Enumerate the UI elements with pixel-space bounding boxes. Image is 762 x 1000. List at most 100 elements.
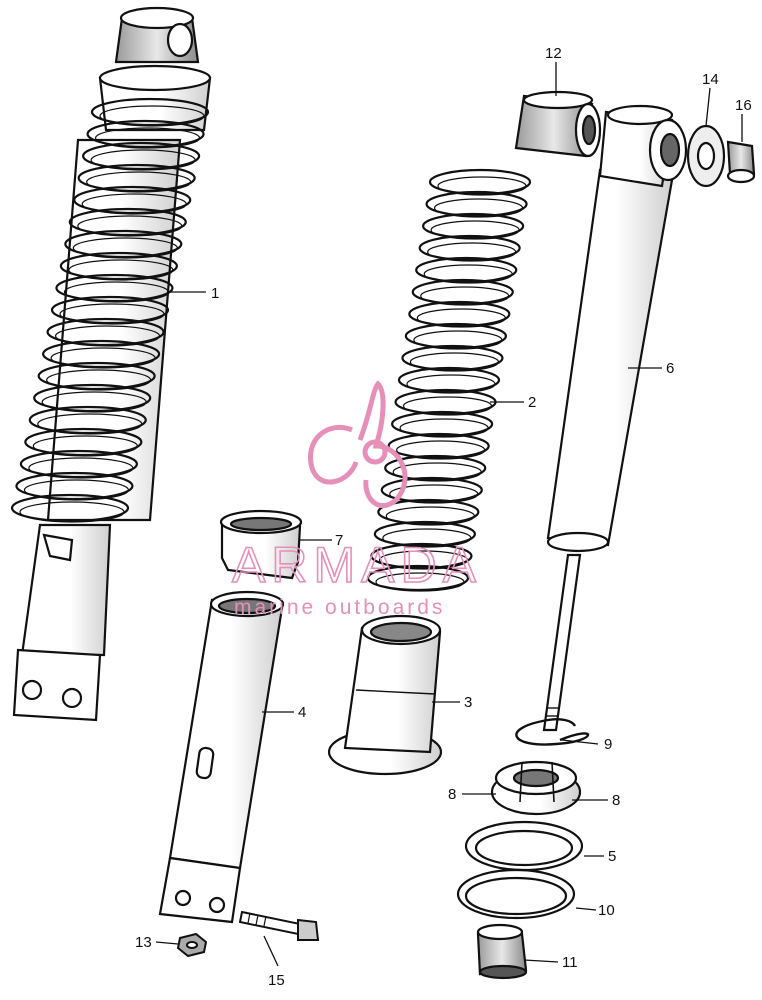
spring-coil bbox=[387, 432, 490, 460]
spring-coil-inner bbox=[430, 220, 520, 240]
spring-coil bbox=[401, 344, 504, 372]
spring-coil-inner bbox=[437, 176, 527, 196]
spring-coil bbox=[397, 366, 501, 394]
spring-coil bbox=[15, 471, 134, 501]
spring-coil-inner bbox=[63, 281, 170, 303]
spring-coil bbox=[19, 449, 138, 479]
spring-coil-inner bbox=[90, 149, 196, 171]
callout-15-16-top: 16 bbox=[735, 97, 752, 114]
brand-logo-icon bbox=[308, 380, 408, 509]
spring-coil bbox=[404, 322, 507, 350]
spring-coil bbox=[10, 493, 130, 523]
spring-coil bbox=[46, 317, 165, 347]
cap-nut bbox=[726, 140, 756, 184]
upper-bushing bbox=[514, 90, 602, 158]
spring-coil-inner bbox=[68, 259, 174, 281]
spring-coil bbox=[90, 97, 210, 127]
split-collar bbox=[490, 760, 582, 816]
spring-coil bbox=[24, 427, 143, 457]
bump-stop bbox=[476, 923, 528, 980]
spring-coil bbox=[373, 520, 476, 548]
spring-coil-inner bbox=[32, 435, 138, 457]
callout-2: 2 bbox=[528, 394, 536, 411]
spring-coil-inner bbox=[392, 462, 482, 482]
spring-coil-inner bbox=[41, 391, 147, 413]
watermark-tagline: marine outboards bbox=[234, 596, 445, 619]
damper-unit bbox=[542, 104, 688, 732]
spring-coil bbox=[380, 476, 483, 504]
lower-spring-seat bbox=[327, 614, 443, 776]
callout-labels: 1 2 3 4 5 6 7 8 8 9 10 11 12 13 14 16 15 bbox=[135, 45, 752, 989]
lower-cover-tube bbox=[158, 590, 285, 924]
spring-coil-inner bbox=[81, 193, 187, 215]
spring-coil bbox=[50, 295, 170, 325]
hex-nut bbox=[176, 932, 208, 958]
washer-large bbox=[464, 820, 584, 872]
watermark-brand: ARMADA bbox=[232, 537, 482, 593]
spring-coil-inner bbox=[406, 374, 496, 394]
spring-coil bbox=[422, 212, 525, 240]
callout-3: 3 bbox=[464, 694, 472, 711]
spring-coil-inner bbox=[409, 352, 500, 372]
callout-7: 7 bbox=[335, 532, 343, 549]
spring-coil-inner bbox=[28, 457, 134, 479]
spring-coil-inner bbox=[77, 215, 183, 237]
spring-coil-inner bbox=[399, 418, 489, 438]
spring-coil-inner bbox=[389, 484, 479, 504]
spring-coil bbox=[366, 564, 470, 592]
spring-coil-inner bbox=[413, 330, 503, 350]
spring-coil bbox=[391, 410, 494, 438]
spring-coil bbox=[411, 278, 514, 306]
spring-coil bbox=[86, 119, 205, 149]
spring-coil bbox=[425, 190, 528, 218]
spring-coil bbox=[33, 383, 152, 413]
callout-5: 5 bbox=[608, 848, 616, 865]
spring-coil-inner bbox=[382, 528, 472, 548]
spring-coil bbox=[415, 256, 518, 284]
washer bbox=[686, 124, 726, 188]
spring-coil bbox=[73, 185, 192, 215]
spring-coil-inner bbox=[427, 242, 517, 262]
callout-leaders bbox=[155, 62, 743, 967]
spring-coil-inner bbox=[99, 105, 205, 127]
spring-coil-inner bbox=[46, 369, 152, 391]
spring-coil bbox=[37, 361, 156, 391]
callout-15: 15 bbox=[268, 972, 285, 989]
callout-11: 11 bbox=[562, 954, 578, 971]
callout-9: 9 bbox=[604, 736, 612, 753]
callout-10: 10 bbox=[598, 902, 615, 919]
spring-coil bbox=[68, 207, 187, 237]
spring-coil bbox=[28, 405, 147, 435]
spring-coil-inner bbox=[37, 413, 143, 435]
circlip bbox=[515, 718, 590, 746]
spring-coil-inner bbox=[72, 237, 178, 259]
spring-coil-inner bbox=[54, 325, 161, 347]
spring-coil-inner bbox=[23, 479, 130, 501]
spring-coil-inner bbox=[423, 264, 513, 284]
spring-coil bbox=[64, 229, 183, 259]
callout-4: 4 bbox=[298, 704, 306, 721]
spring-coil bbox=[377, 498, 480, 526]
spring-coil bbox=[82, 141, 201, 171]
spring-coil-inner bbox=[416, 308, 506, 328]
spring-coil-inner bbox=[59, 303, 165, 325]
spring-coil-inner bbox=[86, 171, 192, 193]
spring-coil bbox=[428, 168, 532, 196]
spring-coil bbox=[55, 273, 174, 303]
spring-coil-inner bbox=[94, 127, 201, 149]
callout-13: 13 bbox=[135, 934, 152, 951]
spring-coil-inner bbox=[375, 572, 465, 592]
callout-12: 12 bbox=[545, 45, 562, 62]
spring-coil-inner bbox=[385, 506, 475, 526]
spring-coil-inner bbox=[396, 440, 486, 460]
spring-coil-inner bbox=[50, 347, 156, 369]
spring-coil bbox=[384, 454, 487, 482]
spring-coil bbox=[370, 542, 473, 570]
spring-coil bbox=[77, 163, 196, 193]
spring-coil-inner bbox=[19, 501, 125, 523]
spring-coil-inner bbox=[402, 396, 493, 416]
washer-thin bbox=[456, 868, 576, 920]
watermark: ARMADA marine outboards bbox=[231, 380, 482, 619]
spring-coil bbox=[59, 251, 178, 281]
